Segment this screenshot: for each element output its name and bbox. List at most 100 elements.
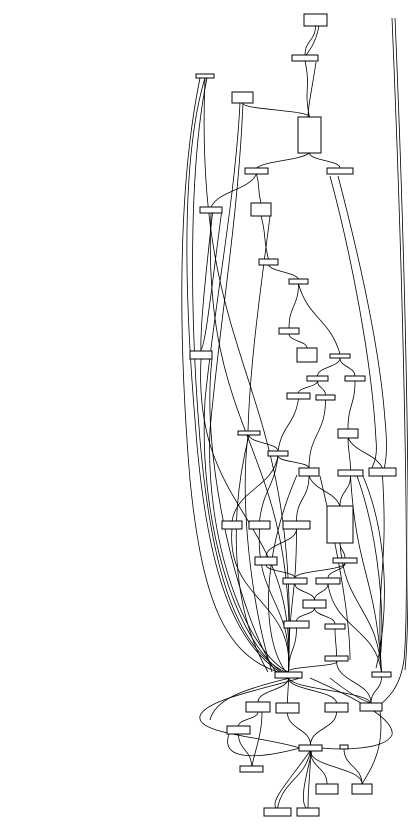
graph-edge [356,475,383,661]
graph-edge [277,750,311,809]
graph-node [258,258,279,266]
graph-node [371,671,392,678]
graph-edge [277,398,299,452]
graph-edge [319,475,351,661]
graph-node [248,520,271,530]
graph-edge [257,677,289,703]
graph-node [297,116,322,154]
graph-edge [394,17,408,671]
graph-edge [209,212,290,673]
graph-node [315,783,339,795]
graph-edge [347,437,351,471]
graph-node [324,623,346,630]
graph-edge [200,208,214,352]
graph-edge [265,564,296,579]
graph-edge [294,583,315,601]
graph-edge [296,607,315,622]
graph-edge [296,475,310,522]
graph-node [282,520,311,530]
graph-node [344,375,366,382]
graph-edge [329,175,377,469]
graph-edge [231,528,290,673]
graph-edge [361,710,382,785]
graph-node [189,350,213,360]
graph-nodes [189,13,397,817]
graph-edge [192,77,286,673]
graph-node [324,702,349,713]
graph-edge [314,607,336,625]
graph-node [199,206,223,214]
graph-node [326,505,354,544]
graph-edge [231,455,279,522]
graph-node [359,702,383,712]
graph-edge [238,711,259,727]
graph-edge [274,750,311,809]
graph-edge [310,750,328,785]
graph-edge [256,173,262,204]
graph-node [239,765,264,773]
graph-edge [248,434,279,452]
graph-edge [343,748,363,785]
graph-edge [294,562,346,579]
graph-edge [370,676,382,704]
graph-edge [186,77,281,673]
graph-edge [258,528,290,673]
graph-edge [199,677,301,749]
graph-edge [327,562,346,579]
graph-node [291,54,319,62]
graph-edge [347,380,356,430]
graph-edge [298,380,318,394]
graph-node [315,577,341,585]
graph-edge [209,358,277,673]
graph-edge [268,474,298,673]
graph-edge [317,357,341,377]
graph-node [298,744,323,752]
graph-edge [336,660,372,704]
graph-edge [181,77,279,673]
graph-node [339,744,349,750]
graph-edge [210,173,257,208]
graph-node [368,467,397,477]
graph-edge [307,61,317,118]
graph-edge [251,711,263,767]
graph-node [231,91,254,104]
graph-node [221,520,243,530]
graph-edge [298,283,341,355]
graph-node [351,783,373,795]
graph-node [244,167,269,175]
graph-node [296,807,320,817]
graph-edge [379,17,407,706]
graph-node [226,725,251,735]
graph-edge [329,677,372,704]
graph-node [296,347,318,363]
graph-edge [227,733,301,757]
graph-edges [181,17,408,809]
graph-node [195,73,215,79]
graph-edge [288,283,299,329]
graph-edge [310,711,337,746]
graph-edge [200,358,290,673]
graph-node [275,702,300,714]
graph-edge [304,25,316,56]
graph-edge [247,215,271,432]
graph-edge [238,733,252,767]
graph-edge [209,677,291,721]
graph-node [282,577,308,585]
graph-node [332,557,358,564]
graph-edge [362,475,385,669]
graph-edge [288,660,337,673]
graph-node [302,599,327,609]
graph-edge [265,528,297,558]
graph-edge [288,333,308,349]
graph-edge [303,750,313,809]
graph-node [286,392,311,400]
graph-node [274,671,303,679]
graph-edge [268,264,299,280]
graph-edge [199,208,223,352]
graph-edge [203,102,283,673]
graph-node [254,556,278,566]
graph-edge [308,475,341,507]
graph-edge [314,583,329,601]
graph-node [303,13,328,27]
